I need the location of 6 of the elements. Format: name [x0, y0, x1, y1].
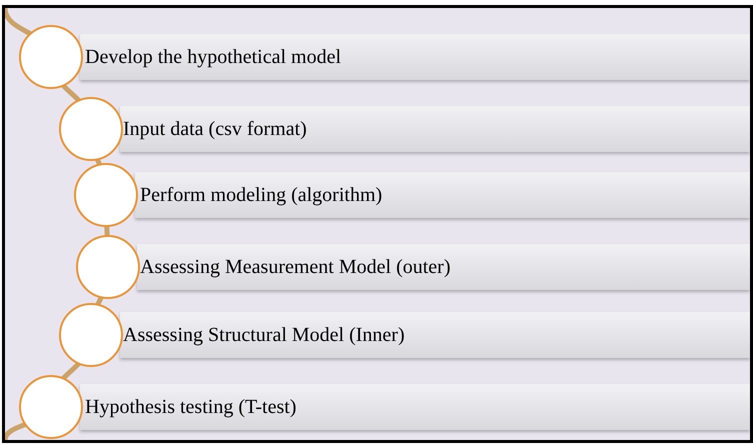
list-band: Input data (csv format) [120, 106, 750, 152]
list-band: Develop the hypothetical model [80, 34, 750, 80]
list-band: Assessing Measurement Model (outer) [137, 244, 750, 290]
list-band: Assessing Structural Model (Inner) [120, 312, 750, 358]
list-band: Hypothesis testing (T-test) [80, 384, 750, 430]
list-band: Perform modeling (algorithm) [135, 172, 750, 218]
